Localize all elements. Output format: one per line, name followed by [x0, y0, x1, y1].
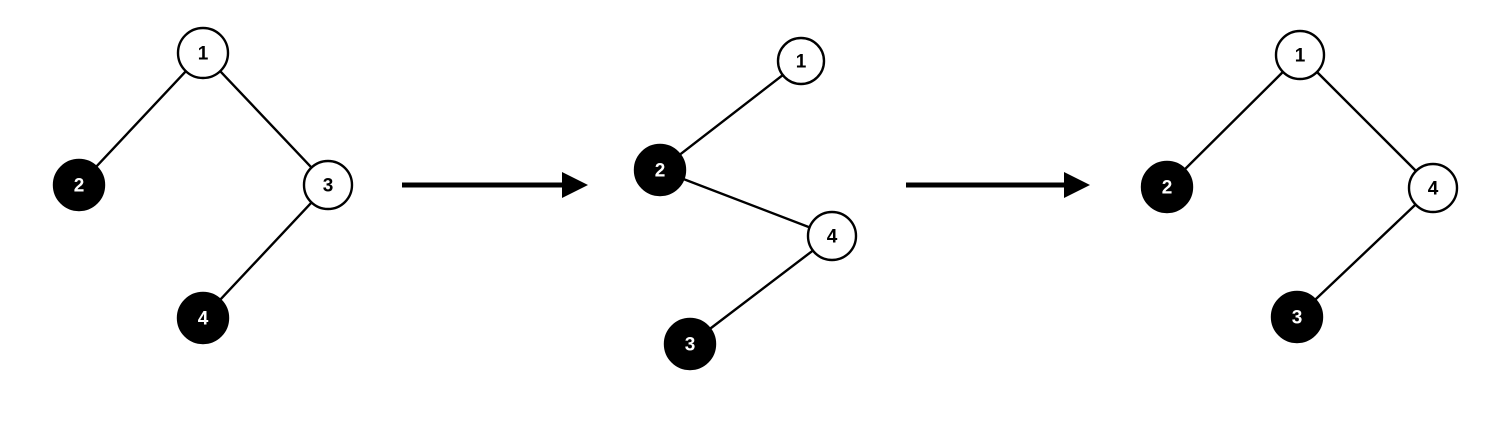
tree-edge-1-2: [1183, 70, 1285, 171]
tree-middle-node-3[interactable]: 3: [663, 317, 717, 371]
tree-edge-4-3: [708, 249, 815, 331]
tree-after-node-1[interactable]: 1: [1274, 29, 1326, 81]
tree-middle-node-4[interactable]: 4: [806, 210, 858, 262]
tree-edge-2-1: [678, 73, 785, 156]
node-circle-black[interactable]: [1270, 290, 1324, 344]
node-circle-black[interactable]: [176, 291, 230, 345]
tree-edge-4-3: [1313, 203, 1417, 301]
tree-before-node-4[interactable]: 4: [176, 291, 230, 345]
node-circle-black[interactable]: [1140, 160, 1194, 214]
tree-after-node-3[interactable]: 3: [1270, 290, 1324, 344]
node-circle-black[interactable]: [52, 158, 106, 212]
arrows-layer: [402, 172, 1090, 198]
tree-after-node-4[interactable]: 4: [1407, 162, 1459, 214]
node-circle-white[interactable]: [806, 210, 858, 262]
tree-before-node-2[interactable]: 2: [52, 158, 106, 212]
tree-edge-2-4: [682, 177, 811, 229]
tree-edge-1-4: [1315, 70, 1418, 173]
node-circle-black[interactable]: [663, 317, 717, 371]
node-circle-white[interactable]: [176, 26, 230, 80]
tree-middle-node-2[interactable]: 2: [633, 143, 687, 197]
arrow-head-icon: [562, 172, 588, 198]
tree-edge-1-2: [94, 70, 188, 168]
node-circle-white[interactable]: [302, 159, 354, 211]
tree-after-node-2[interactable]: 2: [1140, 160, 1194, 214]
node-circle-white[interactable]: [1407, 162, 1459, 214]
arrow-step-1: [402, 172, 588, 198]
arrow-head-icon: [1064, 172, 1090, 198]
tree-before-node-1[interactable]: 1: [176, 26, 230, 80]
tree-before-node-3[interactable]: 3: [302, 159, 354, 211]
tree-middle-node-1[interactable]: 1: [776, 36, 826, 86]
arrow-step-2: [906, 172, 1090, 198]
edges-layer: [94, 69, 1418, 331]
tree-edge-3-4: [218, 201, 313, 301]
node-circle-white[interactable]: [1274, 29, 1326, 81]
nodes-layer: 1 2 3 4 1 2 4 3 1 2 4 3: [52, 26, 1459, 371]
tree-edge-1-3: [218, 69, 313, 169]
node-circle-black[interactable]: [633, 143, 687, 197]
node-circle-white[interactable]: [776, 36, 826, 86]
